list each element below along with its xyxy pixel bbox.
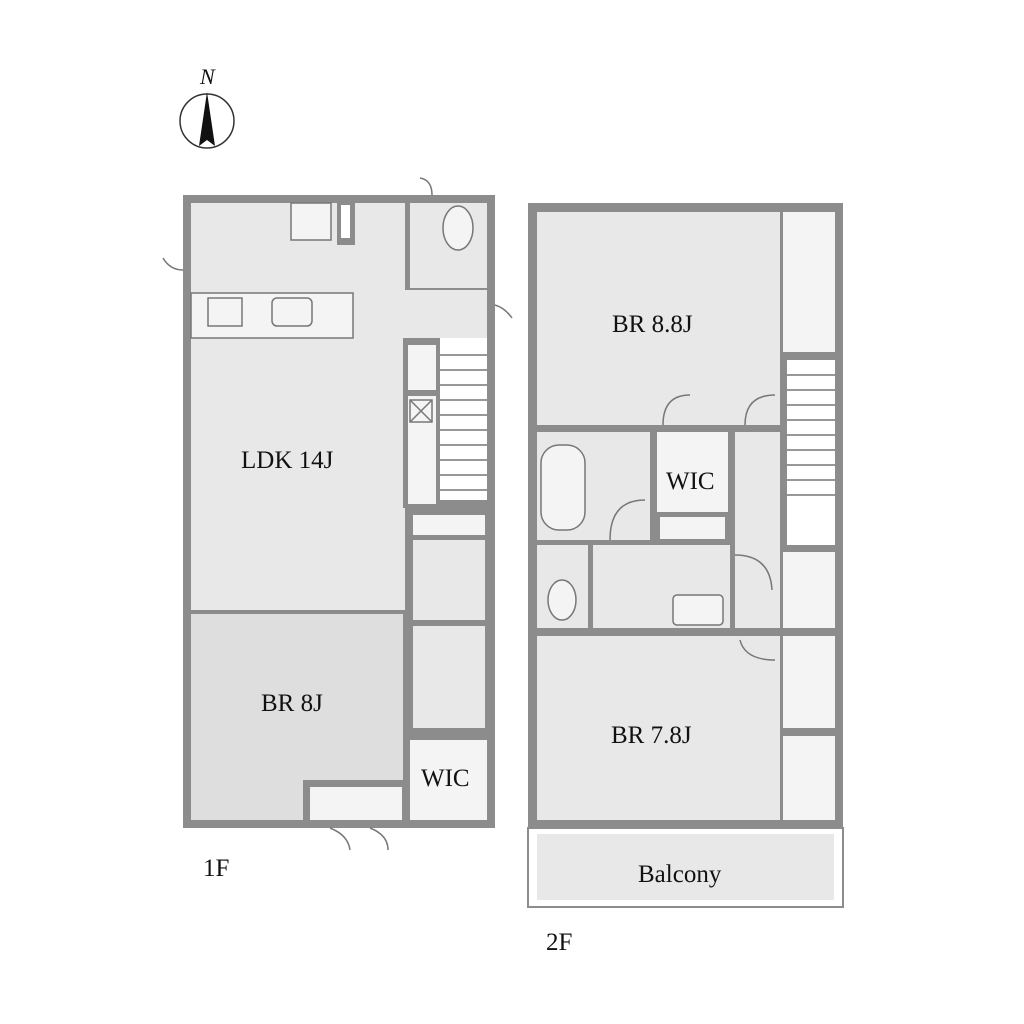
label-wic-2f: WIC bbox=[666, 468, 715, 495]
label-bedroom-1f: BR 8J bbox=[261, 690, 323, 717]
bathtub-icon bbox=[540, 444, 586, 531]
entrance bbox=[310, 787, 402, 820]
label-bedroom-a: BR 8.8J bbox=[612, 311, 693, 338]
label-balcony: Balcony bbox=[638, 861, 722, 888]
stairs-2f bbox=[787, 360, 835, 545]
room-bedroom-b bbox=[537, 636, 780, 820]
stove-icon bbox=[207, 297, 243, 327]
toilet-icon bbox=[547, 579, 577, 621]
room-ldk bbox=[191, 203, 405, 610]
floor-2: BR 8.8J WIC BR 7.8J Balcony 2F bbox=[527, 203, 844, 956]
fridge-space bbox=[290, 202, 332, 241]
label-1f: 1F bbox=[203, 855, 229, 882]
hallway bbox=[735, 432, 780, 628]
label-bedroom-b: BR 7.8J bbox=[611, 722, 692, 749]
label-2f: 2F bbox=[546, 929, 572, 956]
balcony bbox=[537, 834, 834, 900]
compass-label: N bbox=[199, 64, 216, 89]
room-bedroom-a bbox=[537, 212, 780, 425]
washbasin-icon bbox=[672, 594, 724, 626]
stairs-1f bbox=[440, 338, 487, 500]
floor-1: LDK 14J BR 8J WIC 1F bbox=[162, 177, 513, 882]
room-wic-1f bbox=[410, 740, 487, 820]
label-wic-1f: WIC bbox=[421, 765, 470, 792]
sink-icon bbox=[271, 297, 313, 327]
room-wic-2f bbox=[657, 432, 728, 512]
toilet-icon bbox=[442, 205, 474, 251]
closet bbox=[783, 212, 835, 352]
north-compass-icon: N bbox=[179, 64, 235, 149]
label-ldk: LDK 14J bbox=[241, 447, 334, 474]
